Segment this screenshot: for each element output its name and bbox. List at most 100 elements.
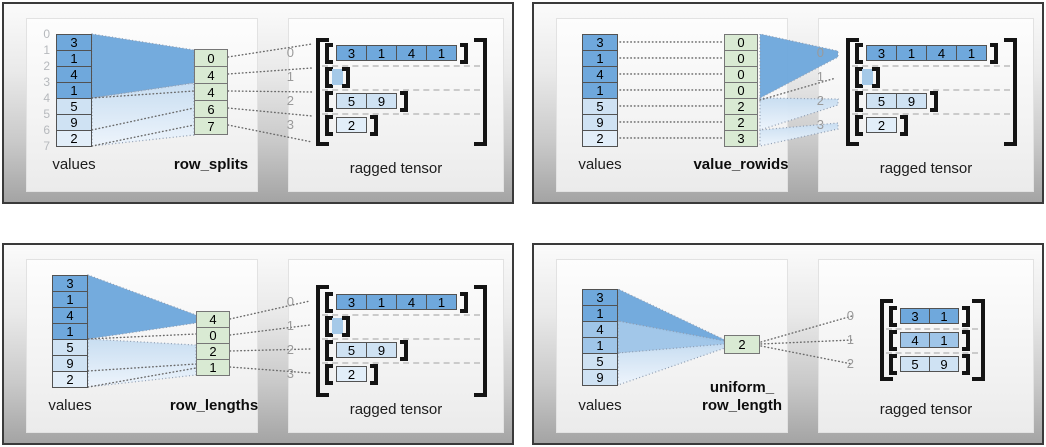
tensor-cell: 3 <box>866 45 897 61</box>
row-bracket-close <box>400 91 408 112</box>
tensor-cell: 2 <box>866 117 897 133</box>
tensor-cell: 9 <box>896 93 927 109</box>
boundary-index-label: 5 <box>43 107 50 121</box>
row-bracket-close <box>370 115 378 136</box>
value-cell: 1 <box>582 50 618 67</box>
row-bracket-close <box>962 306 970 327</box>
row-bracket-close <box>872 67 880 88</box>
key-cell: 4 <box>194 83 228 101</box>
tensor-cell: 4 <box>926 45 957 61</box>
outer-bracket-left <box>846 38 859 146</box>
value-cell: 9 <box>582 114 618 131</box>
boundary-index-label: 6 <box>43 123 50 137</box>
row-index-label: 2 <box>816 93 824 108</box>
row-index-label: 1 <box>846 332 854 347</box>
row-bracket-open <box>325 91 333 112</box>
row-index-label: 3 <box>286 117 294 132</box>
row-bracket-close <box>900 115 908 136</box>
row-bracket-open <box>325 43 333 64</box>
row-separator <box>852 65 1010 67</box>
key-cell: 6 <box>194 100 228 118</box>
row-bracket-open <box>325 67 333 88</box>
row-bracket-close <box>460 43 468 64</box>
row-bracket-open <box>889 306 897 327</box>
boundary-index-label: 0 <box>43 27 50 41</box>
outer-bracket-right <box>474 38 487 146</box>
boundary-index-label: 3 <box>43 75 50 89</box>
tensor-cell: 1 <box>896 45 927 61</box>
tensor-cell: 1 <box>366 294 397 310</box>
values-label: values <box>578 397 622 414</box>
key-cell: 0 <box>724 82 758 99</box>
row-index-label: 3 <box>816 117 824 132</box>
tensor-label: ragged tensor <box>879 401 973 418</box>
boundary-index-label: 7 <box>43 139 50 153</box>
tensor-cell: 3 <box>336 294 367 310</box>
tensor-cell: 9 <box>366 342 397 358</box>
row-bracket-open <box>889 354 897 375</box>
value-cell: 4 <box>582 321 618 338</box>
tensor-label: ragged tensor <box>349 401 443 418</box>
key-cell: 0 <box>724 66 758 83</box>
value-cell: 3 <box>582 34 618 51</box>
key-cell: 3 <box>724 130 758 147</box>
row-separator <box>852 113 1010 115</box>
value-cell: 3 <box>52 275 88 292</box>
tensor-cell: 2 <box>336 117 367 133</box>
tensor-label: ragged tensor <box>879 160 973 177</box>
value-cell: 5 <box>52 339 88 356</box>
empty-row-cell <box>862 69 873 85</box>
tensor-cell: 4 <box>396 294 427 310</box>
key-label: value_rowids <box>693 156 789 173</box>
outer-bracket-left <box>880 299 893 381</box>
row-index-label: 2 <box>286 342 294 357</box>
boundary-index-label: 4 <box>43 91 50 105</box>
key-cell: 0 <box>194 49 228 67</box>
value-cell: 5 <box>582 98 618 115</box>
row-bracket-open <box>889 330 897 351</box>
row-bracket-close <box>370 364 378 385</box>
row-index-label: 1 <box>816 69 824 84</box>
row-index-label: 2 <box>846 356 854 371</box>
value-cell: 5 <box>56 98 92 115</box>
key-label: row_splits <box>173 156 249 173</box>
row-index-label: 0 <box>286 294 294 309</box>
values-label: values <box>52 156 96 173</box>
value-cell: 1 <box>582 337 618 354</box>
outer-bracket-right <box>1004 38 1017 146</box>
key-cell: 2 <box>724 98 758 115</box>
value-cell: 4 <box>52 307 88 324</box>
row-bracket-close <box>962 330 970 351</box>
row-index-label: 1 <box>286 318 294 333</box>
outer-bracket-right <box>474 285 487 397</box>
row-separator <box>322 338 480 340</box>
outer-bracket-right <box>972 299 985 381</box>
tensor-cell: 1 <box>929 308 959 324</box>
row-bracket-close <box>342 316 350 337</box>
value-cell: 1 <box>52 323 88 340</box>
row-bracket-open <box>855 43 863 64</box>
row-index-label: 0 <box>846 308 854 323</box>
row-bracket-open <box>325 316 333 337</box>
key-cell: 0 <box>724 34 758 51</box>
tensor-cell: 3 <box>336 45 367 61</box>
row-bracket-close <box>460 292 468 313</box>
key-cell: 2 <box>196 343 230 360</box>
tensor-cell: 1 <box>366 45 397 61</box>
tensor-cell: 4 <box>396 45 427 61</box>
row-bracket-open <box>855 67 863 88</box>
row-bracket-close <box>342 67 350 88</box>
empty-row-cell <box>332 69 343 85</box>
key-cell: 0 <box>196 327 230 344</box>
value-cell: 4 <box>582 66 618 83</box>
row-separator <box>322 362 480 364</box>
value-cell: 1 <box>56 50 92 67</box>
key-label: uniform_ row_length <box>701 379 782 414</box>
tensor-cell: 5 <box>336 342 367 358</box>
row-separator <box>322 65 480 67</box>
row-bracket-open <box>325 340 333 361</box>
